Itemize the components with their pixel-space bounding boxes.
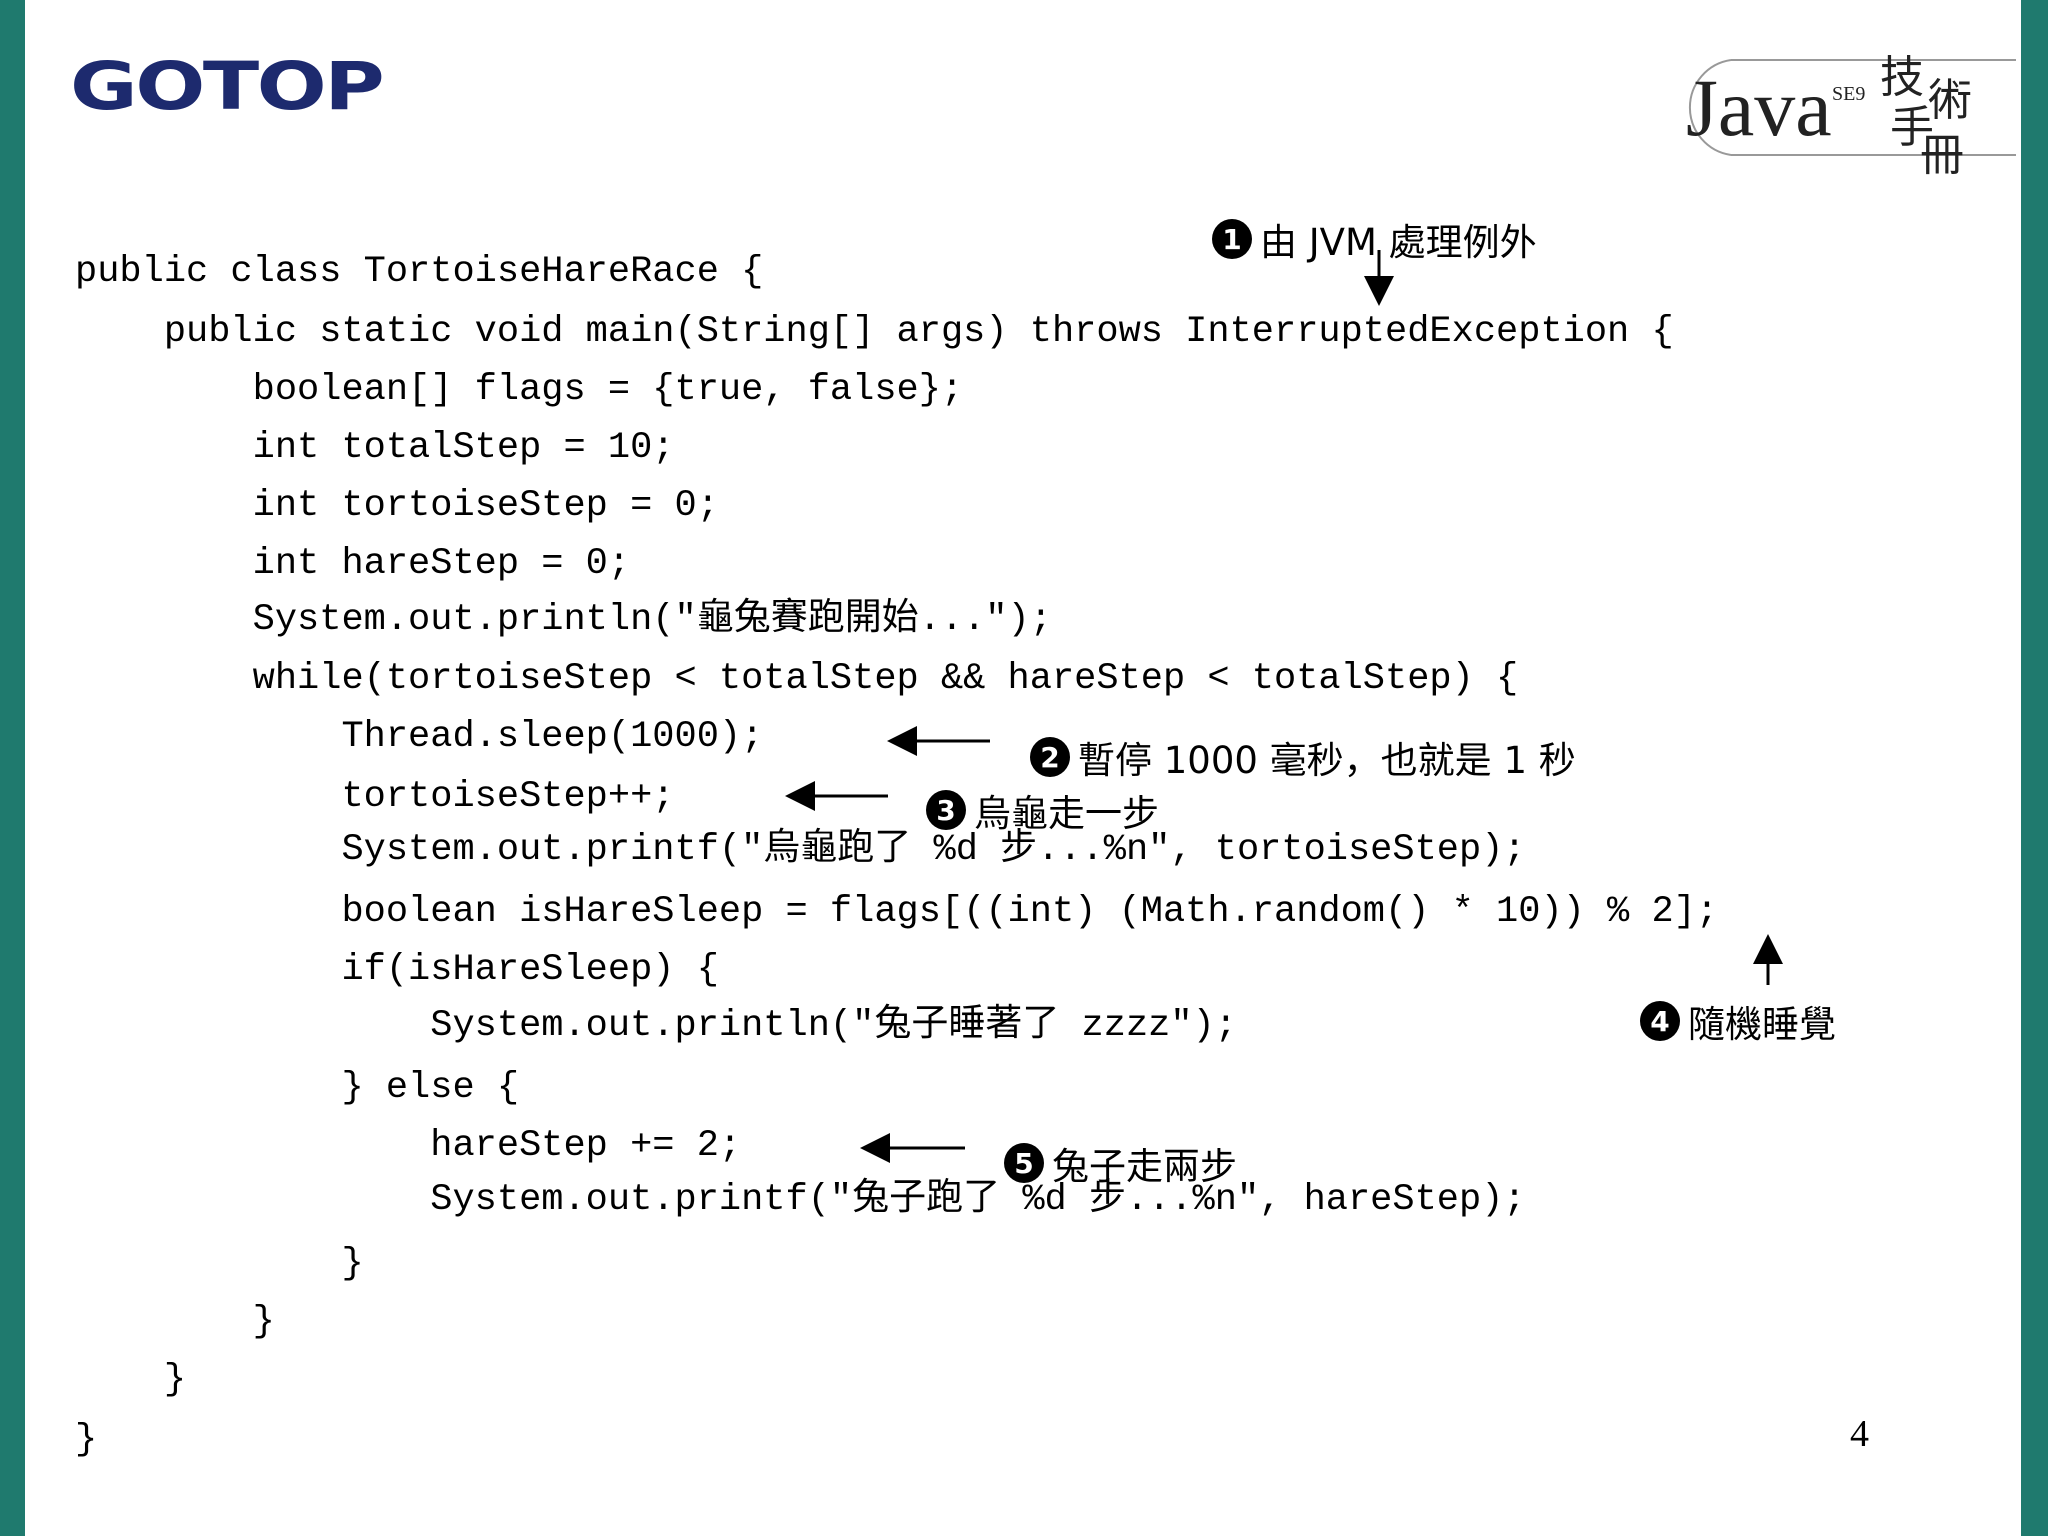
code-line-16: hareStep += 2; bbox=[75, 1125, 742, 1167]
code-line-11: System.out.printf("烏龜跑了 %d 步...%n", tort… bbox=[75, 829, 1526, 871]
badge-char-3: 手 bbox=[1890, 102, 1934, 153]
page-number: 4 bbox=[1850, 1413, 1869, 1455]
annotation-number-4: 4 bbox=[1640, 1001, 1680, 1041]
code-line-12: boolean isHareSleep = flags[((int) (Math… bbox=[75, 891, 1719, 933]
annotation-1: 1 由 JVM 處理例外 bbox=[1212, 212, 1537, 266]
annotation-4: 4 隨機睡覺 bbox=[1640, 994, 1836, 1048]
code-line-9: Thread.sleep(1000); bbox=[75, 716, 764, 758]
code-line-5: int tortoiseStep = 0; bbox=[75, 485, 719, 527]
java-word: Java bbox=[1686, 62, 1832, 153]
code-line-3: boolean[] flags = {true, false}; bbox=[75, 369, 964, 411]
java-badge-graphic: Java SE9 技 術 手 冊 bbox=[1686, 52, 2016, 180]
annotation-text-4: 隨機睡覺 bbox=[1688, 1003, 1836, 1046]
code-line-7: System.out.println("龜兔賽跑開始..."); bbox=[75, 599, 1052, 641]
code-line-1: public class TortoiseHareRace { bbox=[75, 251, 764, 293]
code-line-19: } bbox=[75, 1301, 275, 1343]
code-line-20: } bbox=[75, 1359, 187, 1401]
code-line-6: int hareStep = 0; bbox=[75, 543, 631, 585]
code-line-14: System.out.println("兔子睡著了 zzzz"); bbox=[75, 1005, 1237, 1047]
code-line-17: System.out.printf("兔子跑了 %d 步...%n", hare… bbox=[75, 1179, 1526, 1221]
code-line-4: int totalStep = 10; bbox=[75, 427, 675, 469]
code-line-18: } bbox=[75, 1243, 364, 1285]
annotation-text-2: 暫停 1000 毫秒，也就是 1 秒 bbox=[1078, 739, 1576, 782]
code-line-13: if(isHareSleep) { bbox=[75, 949, 719, 991]
annotation-text-1: 由 JVM 處理例外 bbox=[1260, 221, 1537, 264]
java-se9-badge: Java SE9 技 術 手 冊 bbox=[1636, 40, 2016, 180]
annotation-number-5: 5 bbox=[1004, 1143, 1044, 1183]
annotation-3: 3 烏龜走一步 bbox=[926, 783, 1159, 837]
annotation-2: 2 暫停 1000 毫秒，也就是 1 秒 bbox=[1030, 730, 1576, 784]
annotation-number-3: 3 bbox=[926, 790, 966, 830]
left-accent-bar bbox=[0, 0, 25, 1536]
right-accent-bar bbox=[2021, 0, 2048, 1536]
badge-char-4: 冊 bbox=[1920, 130, 1964, 180]
annotation-5: 5 兔子走兩步 bbox=[1004, 1136, 1237, 1190]
code-line-8: while(tortoiseStep < totalStep && hareSt… bbox=[75, 658, 1519, 700]
edition-label: SE9 bbox=[1832, 83, 1865, 105]
code-line-15: } else { bbox=[75, 1067, 520, 1109]
gotop-logo: GOTOP bbox=[70, 48, 385, 125]
badge-char-1: 技 bbox=[1880, 52, 1924, 103]
code-line-10: tortoiseStep++; bbox=[75, 776, 675, 818]
badge-char-2: 術 bbox=[1928, 75, 1972, 126]
code-line-2: public static void main(String[] args) t… bbox=[75, 311, 1674, 353]
code-line-21: } bbox=[75, 1419, 98, 1461]
annotation-number-2: 2 bbox=[1030, 737, 1070, 777]
annotation-text-3: 烏龜走一步 bbox=[974, 792, 1159, 835]
annotation-number-1: 1 bbox=[1212, 219, 1252, 259]
annotation-text-5: 兔子走兩步 bbox=[1052, 1145, 1237, 1188]
